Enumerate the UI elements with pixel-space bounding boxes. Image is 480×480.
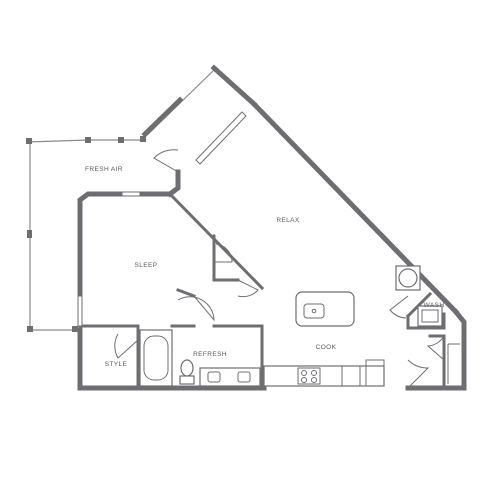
toilet — [179, 359, 195, 385]
exterior-walls — [77, 64, 467, 391]
room-label-sleep: SLEEP — [135, 262, 158, 269]
room-label-style: STYLE — [105, 361, 128, 368]
kitchen-island — [295, 291, 355, 327]
room-label-relax: RELAX — [276, 217, 300, 224]
room-label-cook: COOK — [316, 344, 337, 351]
vanity — [199, 367, 261, 387]
room-label-fresh-air: FRESH AIR — [85, 166, 123, 173]
windows — [77, 111, 247, 327]
interior-walls — [78, 191, 446, 390]
water-heater — [395, 265, 421, 291]
room-label-refresh: REFRESH — [193, 351, 227, 358]
bathtub — [139, 329, 173, 387]
room-labels: FRESH AIR RELAX SLEEP STYLE REFRESH COOK… — [85, 166, 444, 368]
kitchen-counter — [263, 359, 385, 387]
closet-shelf — [447, 343, 460, 384]
doors — [114, 149, 445, 389]
washer-dryer — [417, 305, 443, 327]
fixtures — [139, 265, 460, 387]
room-label-wash: WASH — [424, 302, 445, 309]
